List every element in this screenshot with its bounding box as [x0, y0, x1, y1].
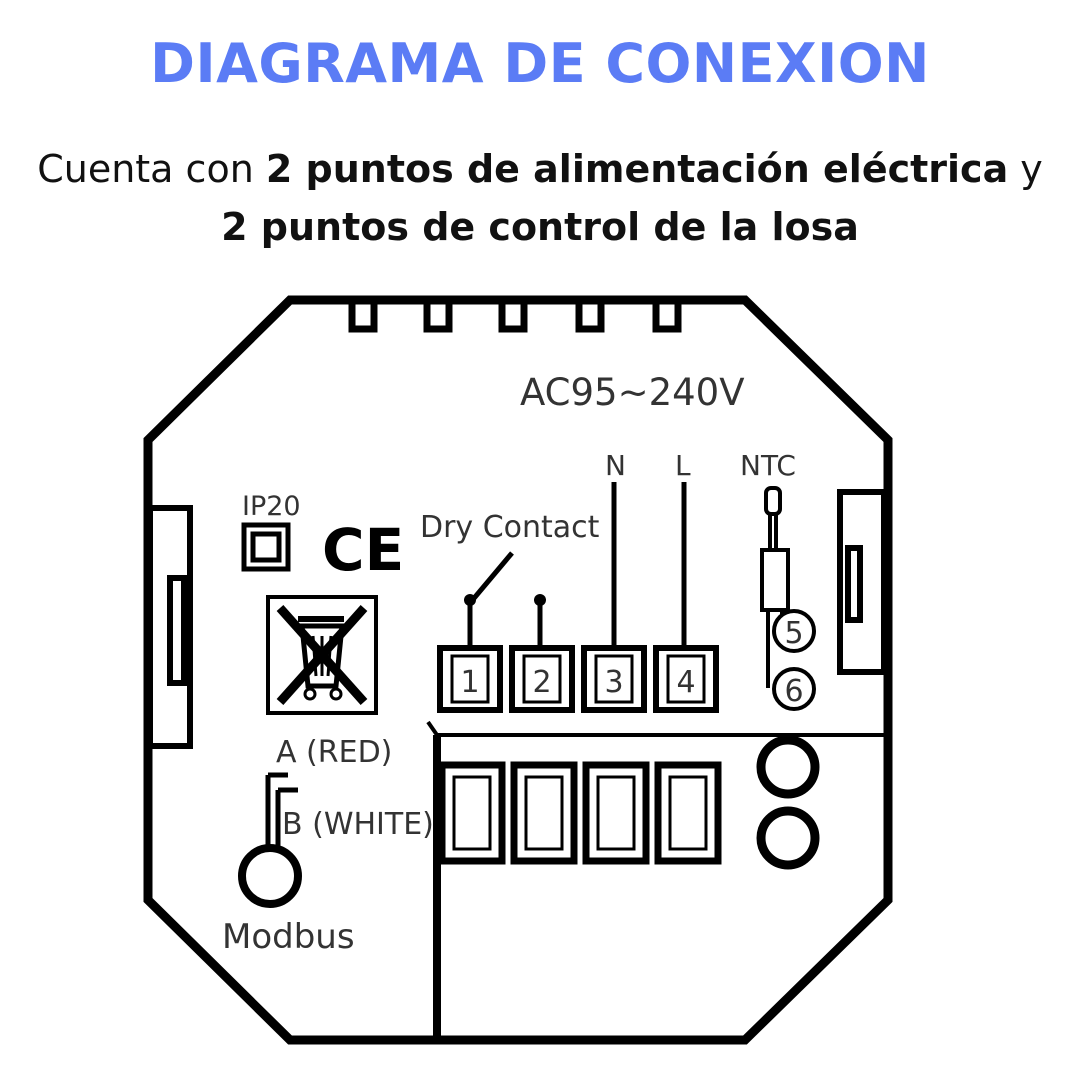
- ip20-icon: [241, 522, 291, 572]
- ce-mark: CE: [322, 516, 404, 584]
- top-notches: [348, 304, 682, 333]
- ip-label: IP20: [242, 491, 301, 522]
- ntc-sensor-icon: [760, 486, 790, 688]
- lower-compartment: [426, 720, 888, 1040]
- dry-contact-switch: [467, 551, 543, 648]
- modbus-connector-icon: [238, 844, 302, 908]
- subtitle-bold-2: 2 puntos de control de la losa: [221, 205, 859, 249]
- a-red-label: A (RED): [276, 735, 392, 770]
- terminal-4-label: 4: [676, 665, 695, 700]
- terminal-1-label: 1: [460, 665, 479, 700]
- screw-holes: [756, 735, 820, 870]
- switch-contact: [534, 594, 546, 606]
- terminal-3-label: 3: [604, 665, 623, 700]
- ntc-terminal-6-label: 6: [784, 674, 803, 709]
- left-clip: [147, 505, 193, 749]
- modbus-label: Modbus: [222, 917, 355, 957]
- n-label: N: [605, 449, 626, 482]
- page-title: DIAGRAMA DE CONEXION: [150, 32, 930, 95]
- dry-contact-label: Dry Contact: [420, 510, 600, 545]
- page-subtitle: Cuenta con 2 puntos de alimentación eléc…: [0, 140, 1080, 256]
- lower-terminal-blocks: [438, 761, 722, 865]
- ntc-terminals: [772, 609, 816, 711]
- subtitle-bold-1: 2 puntos de alimentación eléctrica: [265, 147, 1009, 191]
- b-white-label: B (WHITE): [282, 807, 434, 842]
- terminal-2-label: 2: [532, 665, 551, 700]
- voltage-label: AC95~240V: [520, 371, 745, 414]
- supply-wires: [611, 482, 687, 648]
- weee-bin-icon: [266, 595, 378, 715]
- ntc-terminal-5-label: 5: [784, 616, 803, 651]
- right-clip: [837, 489, 887, 675]
- modbus-wires: [265, 772, 298, 848]
- ntc-label: NTC: [740, 449, 796, 482]
- subtitle-text-2: y: [1008, 147, 1043, 191]
- subtitle-text-1: Cuenta con: [37, 147, 266, 191]
- l-label: L: [675, 449, 691, 482]
- switch-pivot: [464, 594, 476, 606]
- terminal-blocks: [437, 645, 719, 713]
